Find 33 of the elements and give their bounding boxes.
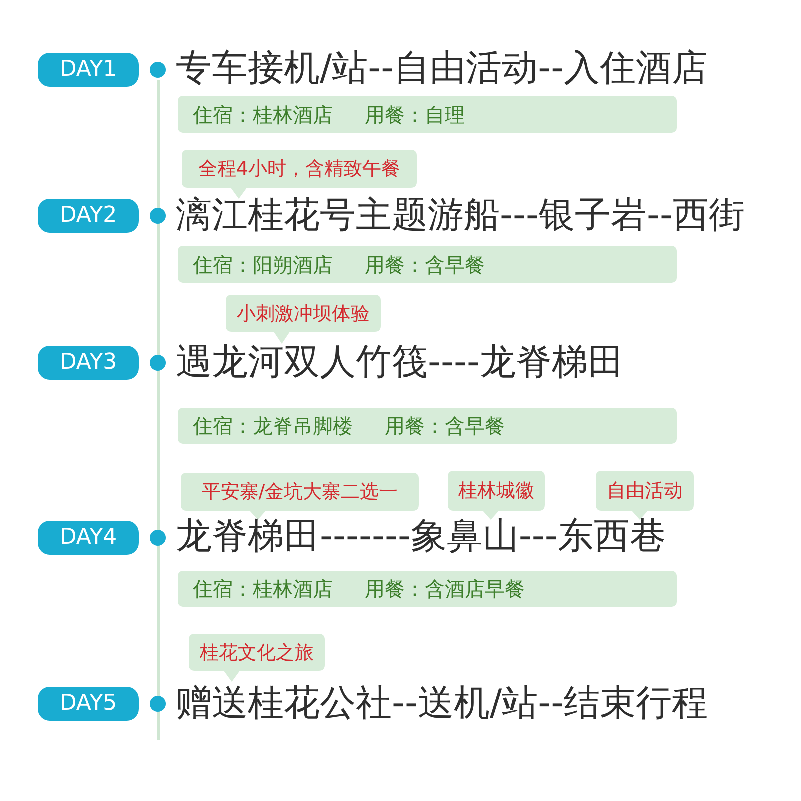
route-text: 专车接机/站--自由活动--入住酒店: [176, 47, 708, 91]
info-box: [178, 408, 677, 444]
callout-text: 桂林城徽: [458, 479, 534, 503]
callout-bubble: [596, 471, 694, 520]
info-box: [178, 571, 677, 607]
callout-text: 全程4小时，含精致午餐: [198, 157, 401, 181]
callout-bubble: [448, 471, 545, 520]
info-box: [178, 246, 677, 283]
route-text: 漓江桂花号主题游船---银子岩--西街: [176, 194, 745, 238]
info-text: 用餐：含早餐: [385, 414, 505, 438]
callout-bubble: [181, 473, 419, 520]
info-text: 用餐：含酒店早餐: [365, 577, 525, 601]
day-badge: DAY1: [38, 53, 139, 87]
callout-text: 桂花文化之旅: [200, 640, 314, 664]
callout-bubble: [189, 634, 325, 682]
day-badge: DAY2: [38, 199, 139, 233]
info-box: [178, 96, 677, 133]
info-text: 用餐：自理: [365, 102, 465, 126]
callout-bubble: [226, 295, 381, 344]
callout-text: 平安寨/金坑大寨二选一: [202, 480, 398, 504]
info-text: 住宿：阳朔酒店: [193, 252, 333, 276]
info-text: 用餐：含早餐: [365, 252, 485, 276]
route-text: 赠送桂花公社--送机/站--结束行程: [176, 682, 708, 726]
callout-text: 自由活动: [607, 479, 683, 503]
callout-text: 小刺激冲坝体验: [237, 302, 370, 326]
info-text: 住宿：桂林酒店: [193, 102, 333, 126]
route-text: 遇龙河双人竹筏----龙脊梯田: [176, 341, 624, 385]
info-text: 住宿：桂林酒店: [193, 577, 333, 601]
info-text: 住宿：龙脊吊脚楼: [193, 414, 353, 438]
day-badge: DAY5: [38, 687, 139, 721]
day-badge: DAY3: [38, 346, 139, 380]
day-badge: DAY4: [38, 521, 139, 555]
route-text: 龙脊梯田-------象鼻山---东西巷: [176, 515, 666, 559]
